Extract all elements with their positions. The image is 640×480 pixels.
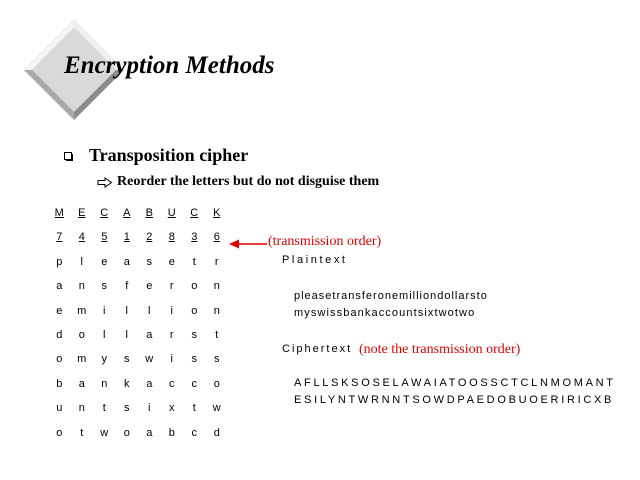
grid-cell: l [80, 255, 83, 268]
grid-cell: s [124, 353, 130, 366]
column-order-number: 3 [191, 231, 198, 244]
ciphertext-line-2: ESILYNTWRNNTSOWDPAEDOBUOERIRICXB [294, 394, 615, 406]
column-order-number: 5 [101, 231, 108, 244]
grid-cell: n [213, 280, 220, 293]
grid-cell: o [56, 426, 63, 439]
arrow-bullet-icon [97, 177, 113, 188]
key-letter: E [78, 207, 86, 219]
plaintext-label: Plaintext [282, 254, 348, 266]
ciphertext-line-1: AFLLSKSOSELAWAIATOOSSCTCLNMOMANT [294, 377, 616, 389]
grid-cell: a [146, 328, 153, 341]
grid-cell: d [56, 328, 63, 341]
grid-cell: a [56, 280, 63, 293]
key-letter: B [145, 207, 153, 219]
key-letter: U [167, 207, 176, 219]
grid-cell: s [191, 328, 198, 341]
grid-cell: a [146, 377, 153, 390]
sub-bullet-reorder: Reorder the letters but do not disguise … [117, 174, 380, 189]
grid-cell: k [124, 377, 130, 390]
column-order-number: 4 [78, 231, 85, 244]
grid-cell: a [123, 255, 130, 268]
grid-cell: b [56, 377, 63, 390]
grid-cell: t [192, 402, 196, 415]
grid-cell: a [78, 377, 85, 390]
grid-cell: s [191, 353, 198, 366]
bullet-transposition-cipher: Transposition cipher [89, 145, 249, 165]
grid-cell: o [78, 328, 85, 341]
grid-cell: l [148, 304, 151, 317]
grid-cell: w [100, 426, 109, 439]
grid-cell: c [191, 426, 198, 439]
grid-cell: t [102, 402, 106, 415]
grid-cell: l [103, 328, 106, 341]
grid-cell: s [146, 255, 153, 268]
grid-cell: l [125, 304, 128, 317]
key-letter: C [100, 207, 109, 219]
plaintext-line-1: pleasetransferonemilliondollarsto [294, 290, 488, 302]
grid-cell: b [168, 426, 175, 439]
grid-cell: y [101, 353, 108, 366]
grid-cell: m [77, 353, 87, 366]
grid-cell: n [213, 304, 220, 317]
grid-cell: a [146, 426, 153, 439]
grid-cell: f [125, 280, 129, 293]
column-order-number: 2 [146, 231, 153, 244]
transmission-order-note: (transmission order) [268, 234, 382, 249]
grid-cell: t [192, 255, 196, 268]
title-diamond-decoration [22, 18, 126, 122]
grid-cell: p [56, 255, 63, 268]
grid-cell: s [214, 353, 220, 366]
column-order-number: 7 [56, 231, 63, 244]
column-order-number: 6 [213, 231, 220, 244]
grid-cell: r [169, 328, 174, 341]
grid-cell: e [56, 304, 63, 317]
grid-cell: o [191, 280, 198, 293]
plaintext-line-2: myswissbankaccountsixtwotwo [294, 307, 476, 319]
grid-cell: c [191, 377, 198, 390]
grid-cell: o [191, 304, 198, 317]
grid-cell: i [170, 304, 173, 317]
grid-cell: i [170, 353, 173, 366]
grid-cell: l [125, 328, 128, 341]
note-transmission-order: (note the transmission order) [359, 342, 521, 357]
grid-cell: c [169, 377, 175, 390]
grid-cell: t [80, 426, 84, 439]
column-order-number: 1 [123, 231, 130, 244]
key-letter: C [190, 207, 199, 219]
grid-cell: o [213, 377, 220, 390]
grid-cell: u [56, 402, 63, 415]
grid-cell: n [78, 280, 85, 293]
column-order-number: 8 [168, 231, 175, 244]
grid-cell: s [124, 402, 130, 415]
grid-cell: x [169, 402, 175, 415]
key-letter: A [123, 207, 131, 219]
grid-cell: e [101, 255, 108, 268]
grid-cell: i [148, 402, 151, 415]
grid-cell: o [123, 426, 130, 439]
grid-cell: m [77, 304, 87, 317]
grid-cell: e [168, 255, 175, 268]
key-letter: M [54, 207, 64, 219]
grid-cell: o [56, 353, 63, 366]
grid-cell: i [103, 304, 106, 317]
checkbox-bullet-icon [64, 152, 73, 161]
slide-title: Encryption Methods [64, 52, 275, 79]
key-letter: K [213, 207, 221, 219]
red-arrow-icon [229, 239, 267, 249]
grid-cell: r [169, 280, 174, 293]
grid-cell: w [212, 402, 221, 415]
grid-cell: n [78, 402, 85, 415]
grid-cell: e [146, 280, 153, 293]
grid-cell: n [101, 377, 108, 390]
grid-cell: s [101, 280, 108, 293]
grid-cell: w [145, 353, 154, 366]
ciphertext-label: Ciphertext [282, 343, 353, 355]
grid-cell: t [215, 328, 219, 341]
grid-cell: r [214, 255, 219, 268]
grid-cell: d [213, 426, 220, 439]
